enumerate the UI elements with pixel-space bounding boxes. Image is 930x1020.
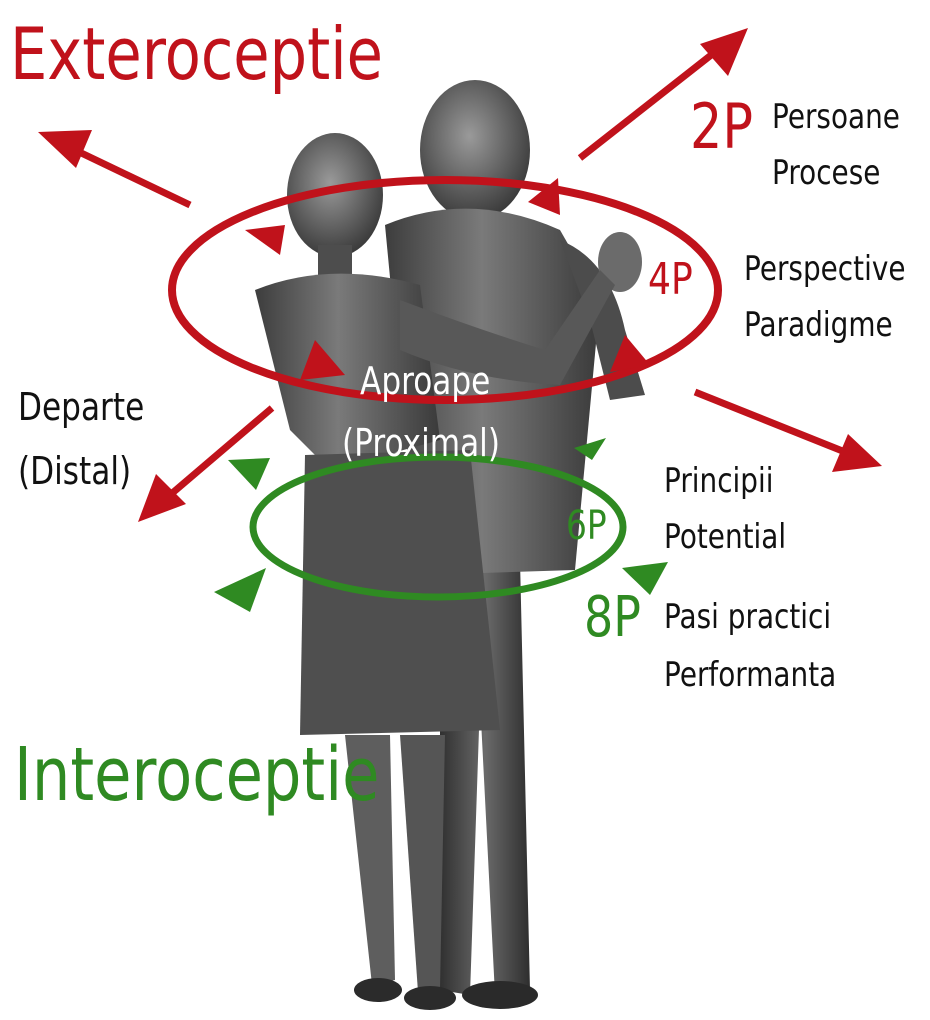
distal-line2: (Distal): [18, 452, 156, 490]
arrow-down-right-icon: [695, 392, 882, 472]
green-arrowhead-icon: [214, 568, 266, 612]
level-8p-label: 8P: [584, 590, 653, 646]
level-6p-label: 6P: [566, 506, 616, 546]
exteroception-title: Exteroceptie: [10, 18, 465, 90]
red-arrowhead-icon: [245, 225, 285, 255]
proximal-line1: Aproape: [360, 362, 519, 400]
level-2p-line1: Persoane: [772, 100, 928, 134]
level-8p-line1: Pasi practici: [664, 600, 868, 634]
arrow-up-left-icon: [38, 130, 190, 205]
level-2p-line2: Procese: [772, 156, 904, 190]
level-6p-line2: Potential: [664, 520, 813, 554]
level-4p-label: 4P: [648, 258, 703, 302]
proximal-line2: (Proximal): [342, 424, 535, 462]
level-4p-line1: Perspective: [744, 252, 930, 286]
level-2p-label: 2P: [690, 96, 767, 158]
level-6p-line1: Principii: [664, 464, 798, 498]
level-8p-line2: Performanta: [664, 658, 874, 692]
level-4p-line2: Paradigme: [744, 308, 925, 342]
distal-line1: Departe: [18, 388, 172, 426]
green-arrowhead-icon: [228, 458, 270, 490]
interoception-title: Interoceptie: [14, 738, 460, 812]
